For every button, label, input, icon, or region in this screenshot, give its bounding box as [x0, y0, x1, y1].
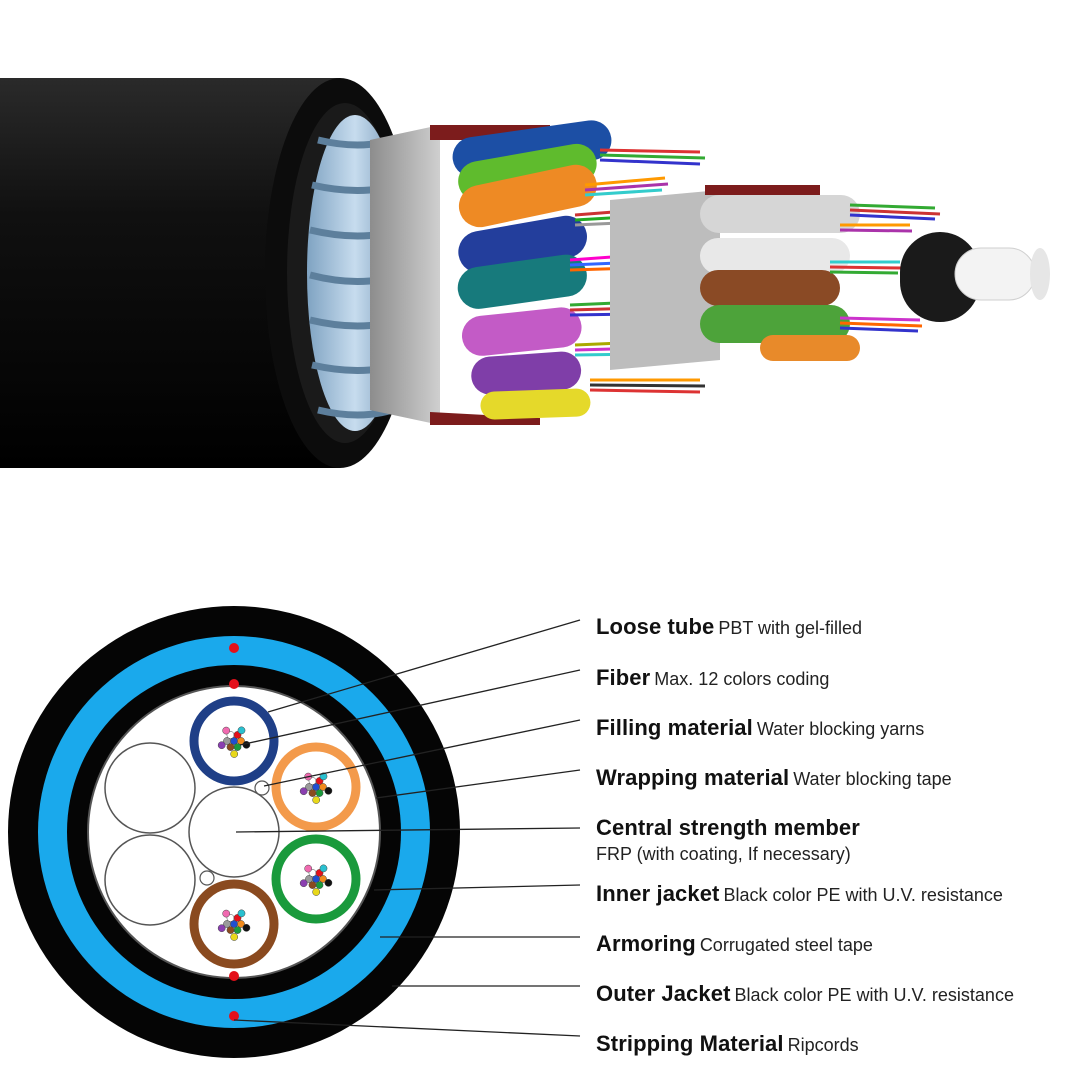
label-name: Fiber [596, 665, 651, 690]
fiber-dot [319, 783, 327, 791]
leader-line-fiber [239, 669, 581, 746]
label-name: Central strength member [596, 815, 860, 840]
fiber-dot [237, 909, 246, 918]
cable-illustration [0, 78, 1050, 468]
fiber-dot [217, 924, 226, 933]
fiber-dot [299, 787, 308, 796]
fiber-dot [324, 878, 333, 887]
fiber-dot [312, 796, 321, 804]
fiber-dot [308, 881, 317, 889]
fiber-dot [217, 741, 226, 750]
fiber-dot [226, 926, 235, 934]
label-description: PBT with gel-filled [718, 618, 863, 638]
label-description: Max. 12 colors coding [654, 669, 830, 689]
ripcord [229, 643, 239, 653]
cross-section-diagram [8, 606, 581, 1058]
fiber-dot [304, 864, 313, 873]
filler-rod [104, 834, 196, 926]
ripcord [229, 971, 239, 981]
leader-line-wrapping-material [375, 769, 581, 799]
fiber-dot [315, 789, 324, 797]
leader-line-inner-jacket [373, 884, 581, 891]
leader-line-filling-material [263, 719, 581, 787]
leader-line-central-strength-member [235, 827, 581, 833]
fiber-dot [312, 888, 321, 896]
fiber-dot [237, 726, 246, 735]
leader-line-loose-tube [267, 619, 581, 713]
fiber-dot [242, 923, 251, 932]
label-description: Water blocking yarns [756, 719, 925, 739]
fiber-dot [222, 909, 231, 918]
fiber-dot [315, 881, 324, 889]
label-description: Water blocking tape [793, 769, 952, 789]
fiber-dot [230, 933, 239, 941]
fiber-dot [226, 743, 235, 751]
label-description: Black color PE with U.V. resistance [734, 985, 1014, 1005]
label-name: Outer Jacket [596, 981, 731, 1006]
fiber-dot [237, 920, 245, 928]
loose-tubes-shape [452, 120, 612, 420]
fiber-dot [223, 920, 231, 928]
central-strength-member-shape [900, 232, 1050, 322]
fiber-dot [319, 875, 327, 883]
fiber-dot [242, 740, 251, 749]
fiber-dot [223, 737, 231, 745]
fiber-clusters [217, 726, 333, 941]
label-name: Filling material [596, 715, 753, 740]
filler-rod [104, 742, 196, 834]
fiber-dot [324, 786, 333, 795]
label-name: Armoring [596, 931, 696, 956]
fiber-dot [319, 864, 328, 873]
label-description: Ripcords [787, 1035, 859, 1055]
fiber-dot [222, 726, 231, 735]
fiber-dot [308, 789, 317, 797]
fiber-dot [230, 750, 239, 758]
label-name: Inner jacket [596, 881, 720, 906]
ripcord [229, 1011, 239, 1021]
fiber-dot [305, 875, 313, 883]
filling-yarn [199, 870, 215, 886]
label-description: Black color PE with U.V. resistance [723, 885, 1003, 905]
label-name: Loose tube [596, 614, 715, 639]
leader-line-stripping-material [233, 1019, 581, 1037]
rear-tubes-shape [700, 195, 860, 361]
fiber-dot [233, 926, 242, 934]
rear-fibers-shape [829, 203, 941, 333]
filling-yarn [254, 780, 270, 796]
label-description: Corrugated steel tape [699, 935, 873, 955]
inner-tape-shape [610, 185, 820, 370]
fiber-dot [299, 879, 308, 888]
ripcord [229, 679, 239, 689]
label-name: Wrapping material [596, 765, 790, 790]
fiber-dot [305, 783, 313, 791]
label-description: FRP (with coating, If necessary) [596, 844, 851, 864]
label-name: Stripping Material [596, 1031, 784, 1056]
